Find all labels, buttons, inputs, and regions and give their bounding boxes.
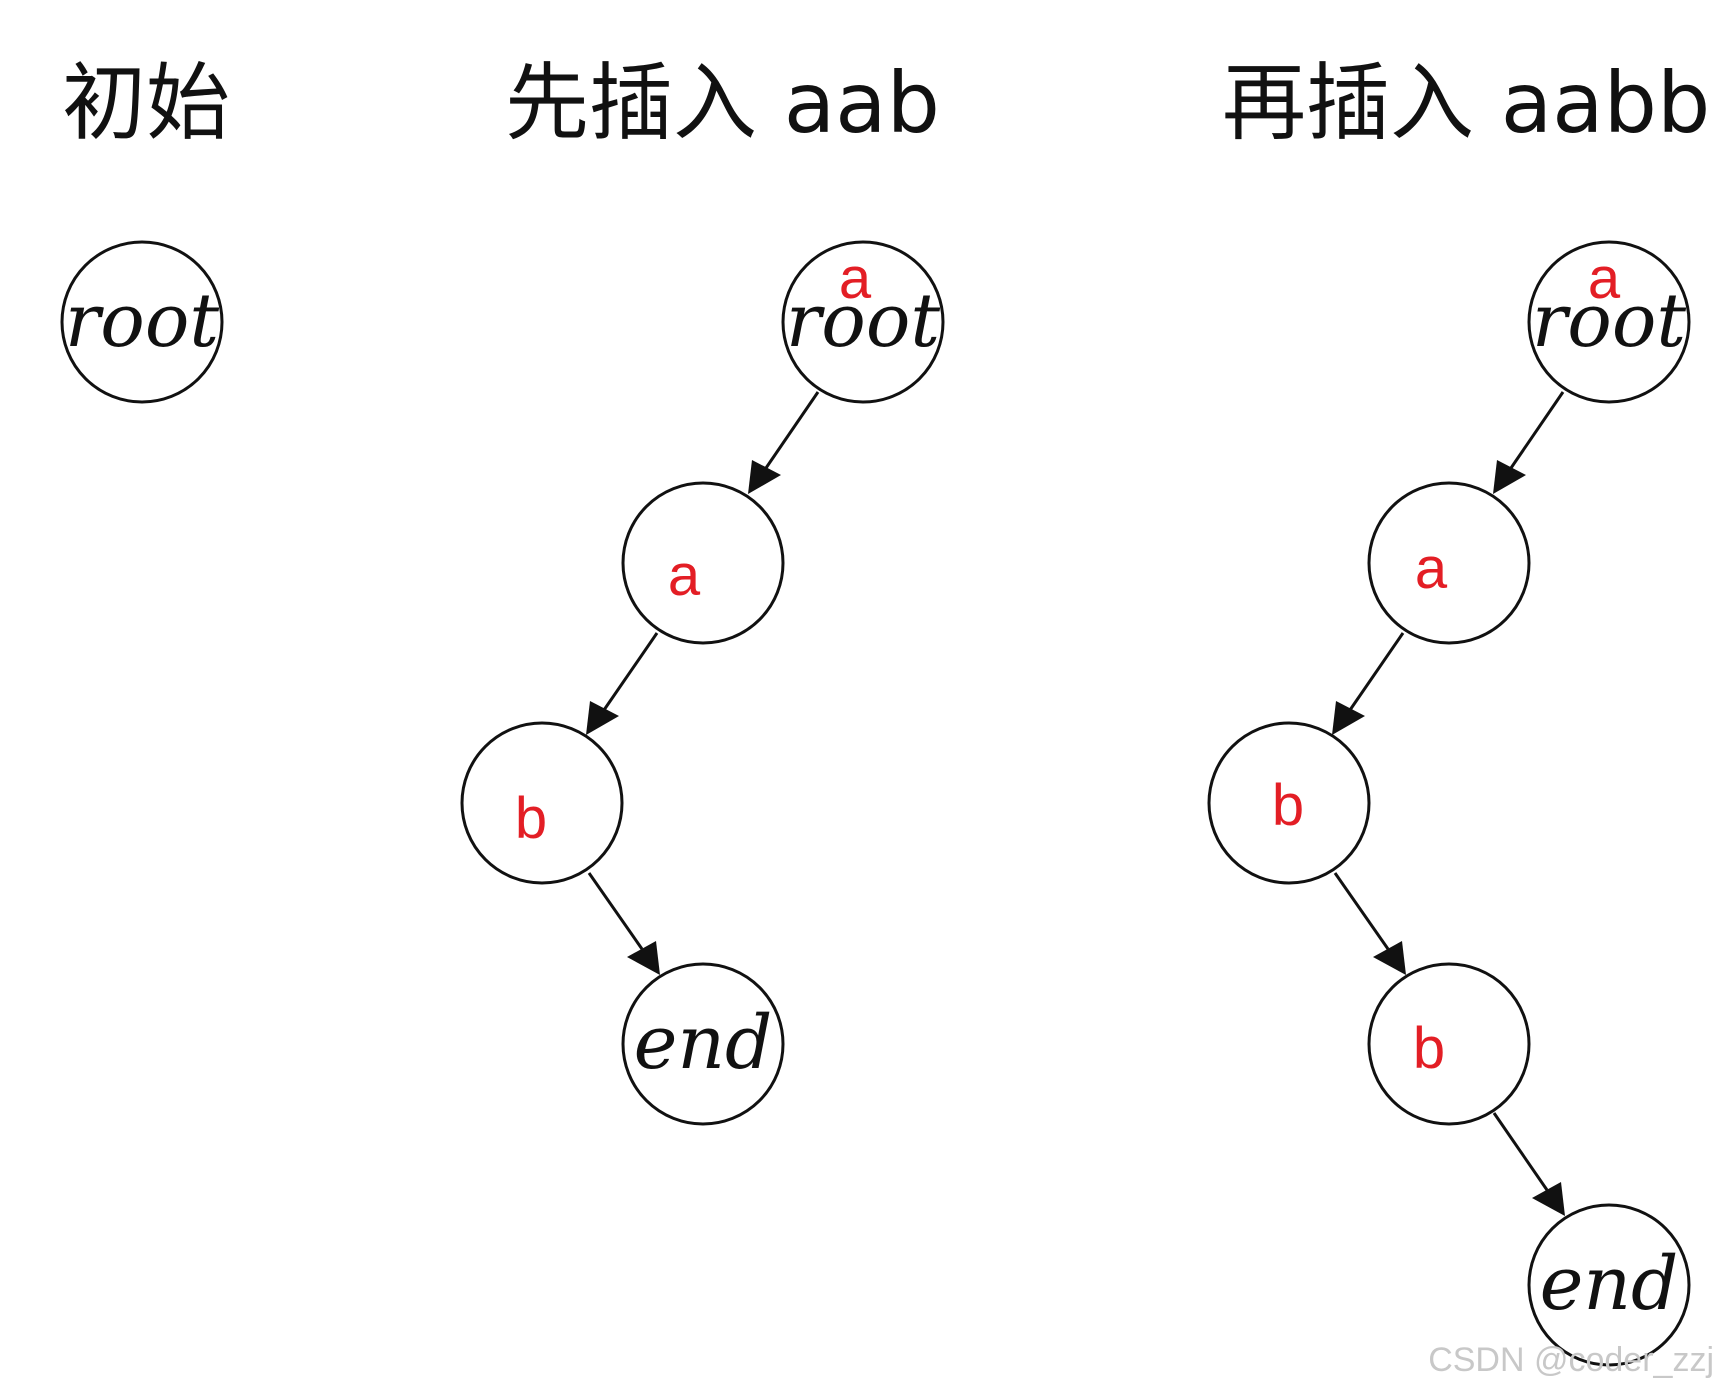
root-node [60, 240, 224, 404]
arrow-head [627, 941, 660, 975]
arrow-head [586, 701, 619, 735]
trie-node-a [621, 481, 785, 645]
arrow-head [1532, 1182, 1565, 1216]
trie-node-b-label: b [1272, 773, 1304, 838]
diagram-first-insert: root a a b end [460, 240, 945, 1126]
arrow-head [1493, 460, 1526, 494]
end-node [621, 962, 785, 1126]
diagram-second-insert: root a a b b end [1207, 240, 1691, 1367]
edge-root-a [1509, 391, 1565, 469]
trie-node-a [1367, 481, 1531, 645]
edge-a-b [1348, 632, 1405, 711]
root-label: root [786, 278, 940, 364]
title-initial: 初始 [62, 54, 230, 152]
edge-b-end [1492, 1112, 1549, 1191]
title-second-insert: 再插入 aabb [1222, 54, 1710, 152]
trie-node-b [1207, 721, 1371, 885]
root-node [1527, 240, 1691, 404]
root-count-label: a [839, 246, 872, 311]
end-label: end [1540, 1241, 1679, 1327]
diagram-initial: root [60, 240, 224, 404]
trie-node-b-second [1367, 962, 1531, 1126]
arrow-head [1373, 941, 1406, 975]
edge-a-b [602, 632, 659, 711]
edge-b-b [1333, 872, 1390, 950]
watermark-text: CSDN @coder_zzj [1428, 1341, 1714, 1379]
trie-node-b [460, 721, 624, 885]
root-label: root [1532, 278, 1686, 364]
root-count-label: a [1588, 246, 1621, 311]
edge-root-a [764, 391, 820, 469]
trie-node-b-label: b [515, 786, 547, 851]
arrow-head [1332, 701, 1365, 735]
title-first-insert: 先插入 aab [505, 54, 940, 152]
arrow-head [748, 460, 781, 494]
trie-node-b-second-label: b [1413, 1016, 1445, 1081]
edge-b-end [587, 872, 644, 950]
trie-node-a-label: a [1415, 536, 1448, 601]
end-label: end [634, 1000, 773, 1086]
root-label: root [65, 278, 219, 364]
end-node [1527, 1203, 1691, 1367]
root-node [781, 240, 945, 404]
trie-node-a-label: a [668, 543, 701, 608]
